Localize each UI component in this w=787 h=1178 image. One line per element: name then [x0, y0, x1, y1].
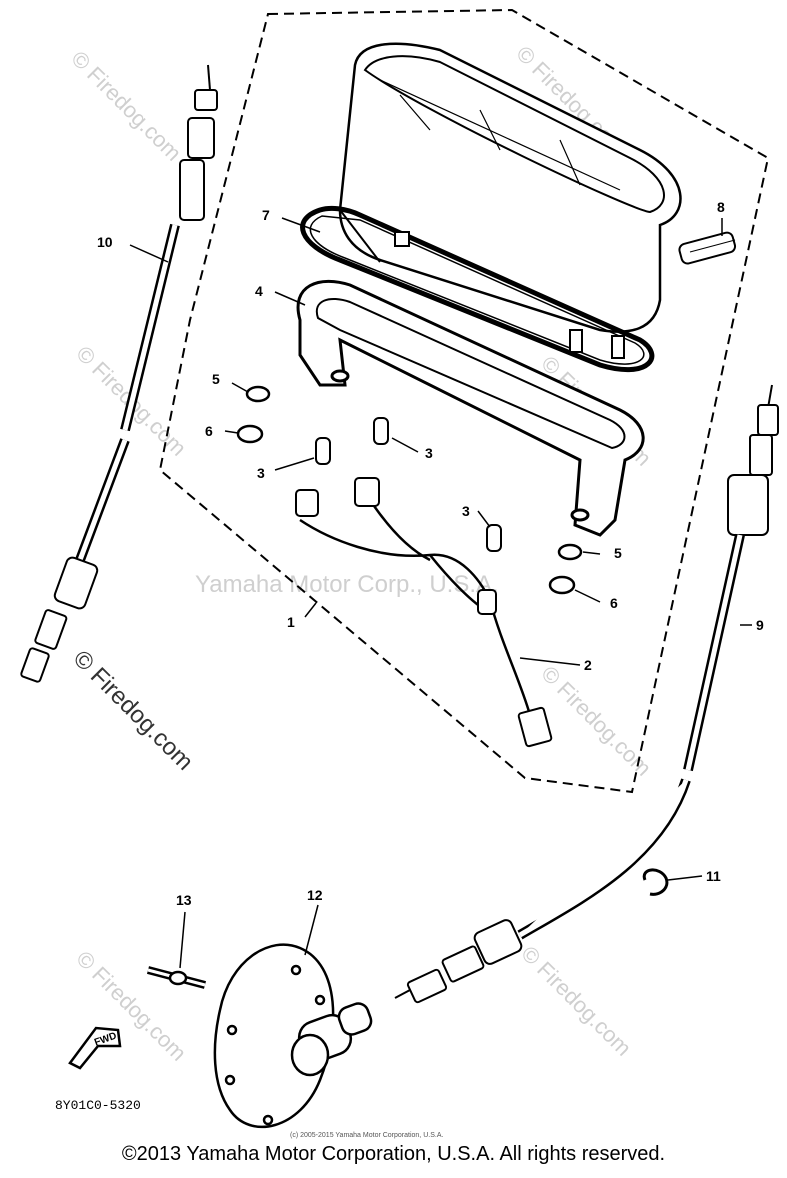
meter-housing — [338, 42, 682, 333]
callout-9: 9 — [756, 617, 764, 633]
watermark-site: © Firedog.com — [66, 46, 186, 166]
harness-sockets — [295, 477, 553, 748]
leader-lines — [129, 217, 752, 969]
callout-7: 7 — [262, 207, 270, 223]
assembly-boundary — [158, 8, 770, 794]
callout-1: 1 — [287, 614, 295, 630]
callout-10: 10 — [97, 234, 113, 250]
gasket — [300, 205, 655, 373]
bulbs — [315, 417, 502, 552]
callout-11: 11 — [706, 868, 721, 884]
callouts: 10 7 4 8 5 6 3 3 3 5 6 1 2 9 11 13 12 — [97, 199, 764, 908]
trip-knob — [678, 231, 737, 265]
callout-5a: 5 — [212, 371, 220, 387]
cable-10 — [20, 64, 218, 683]
meter-gear-plate — [213, 943, 373, 1128]
forward-arrow-icon: FWD — [68, 1026, 122, 1070]
callout-4: 4 — [255, 283, 263, 299]
cable-clamp — [642, 868, 669, 896]
meter-bracket — [296, 279, 645, 537]
diagram-code: 8Y01C0-5320 — [55, 1098, 141, 1113]
callout-2: 2 — [584, 657, 592, 673]
callout-13: 13 — [176, 892, 192, 908]
callout-8: 8 — [717, 199, 725, 215]
callout-3c: 3 — [462, 503, 470, 519]
cable-9 — [394, 384, 779, 1004]
watermark-site: © Firedog.com — [516, 941, 636, 1061]
callout-3a: 3 — [257, 465, 265, 481]
drive-pin — [146, 966, 207, 989]
callout-3b: 3 — [425, 445, 433, 461]
watermark-center: Yamaha Motor Corp., U.S.A. — [195, 571, 499, 598]
callout-6a: 6 — [205, 423, 213, 439]
small-copyright: (c) 2005-2015 Yamaha Motor Corporation, … — [290, 1132, 443, 1139]
grommets — [236, 385, 583, 595]
copyright-footer: ©2013 Yamaha Motor Corporation, U.S.A. A… — [121, 1143, 666, 1165]
meter-studs — [394, 231, 625, 359]
callout-6b: 6 — [610, 595, 618, 611]
watermark-site-dark: © Firedog.com — [68, 645, 199, 776]
callout-12: 12 — [307, 887, 323, 903]
callout-5b: 5 — [614, 545, 622, 561]
